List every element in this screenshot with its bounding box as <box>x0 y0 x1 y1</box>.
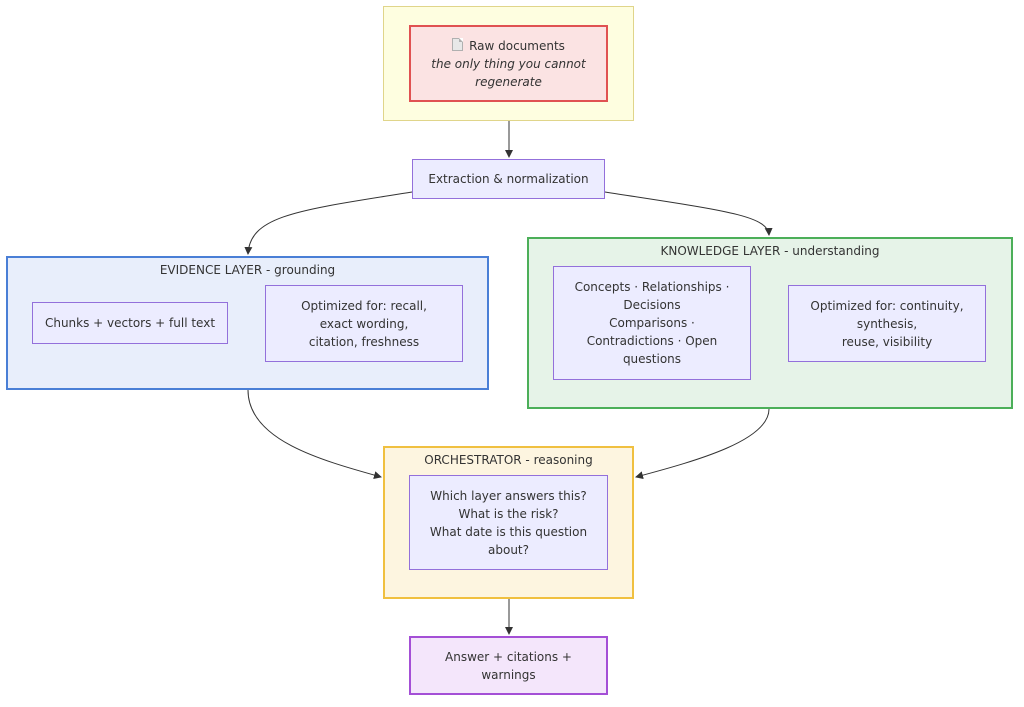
evidence-chunks-label: Chunks + vectors + full text <box>44 316 216 330</box>
knowledge-optimized-line-2: synthesis, <box>856 316 918 331</box>
orchestrator-question-1: Which layer answers this? <box>430 488 587 503</box>
answer-line-1: Answer + citations + <box>445 649 572 664</box>
raw-documents-title: Raw documents <box>452 37 565 55</box>
raw-documents-node: Raw documents the only thing you cannot … <box>409 25 608 102</box>
knowledge-optimized-line-1: Optimized for: continuity, <box>810 298 964 313</box>
orchestrator-question-2: What is the risk? <box>458 506 559 521</box>
knowledge-concepts-line-2: Decisions <box>623 298 681 312</box>
edge-extraction-to-knowledge <box>604 191 773 236</box>
knowledge-layer-title: KNOWLEDGE LAYER - understanding <box>660 244 880 258</box>
knowledge-concepts-line-4: Contradictions · Open <box>586 334 718 348</box>
answer-line-2: warnings <box>481 667 536 682</box>
evidence-optimized-line-3: citation, freshness <box>308 334 420 349</box>
evidence-optimized-line-1: Optimized for: recall, <box>301 298 427 313</box>
answer-node: Answer + citations + warnings <box>409 636 608 695</box>
orchestrator-question-4: about? <box>488 542 529 557</box>
evidence-optimized-line-2: exact wording, <box>319 316 409 331</box>
evidence-optimized-node: Optimized for: recall, exact wording, ci… <box>265 285 463 362</box>
evidence-chunks-node: Chunks + vectors + full text <box>32 302 228 344</box>
knowledge-optimized-node: Optimized for: continuity, synthesis, re… <box>788 285 986 362</box>
edge-evidence-to-orchestrator <box>247 389 382 479</box>
edge-knowledge-to-orchestrator <box>635 408 770 480</box>
raw-documents-subtitle-1: the only thing you cannot <box>431 56 586 71</box>
orchestrator-questions-node: Which layer answers this? What is the ri… <box>409 475 608 570</box>
document-icon <box>452 37 464 51</box>
knowledge-concepts-node: Concepts · Relationships · Decisions Com… <box>553 266 751 380</box>
orchestrator-title: ORCHESTRATOR - reasoning <box>424 453 593 467</box>
edge-extraction-to-evidence <box>244 191 413 255</box>
extraction-node: Extraction & normalization <box>412 159 605 199</box>
raw-documents-subtitle-2: regenerate <box>475 74 542 89</box>
orchestrator-question-3: What date is this question <box>429 524 588 539</box>
knowledge-concepts-line-5: questions <box>622 352 682 366</box>
knowledge-concepts-line-3: Comparisons · <box>609 316 695 330</box>
knowledge-optimized-line-3: reuse, visibility <box>841 334 933 349</box>
extraction-label: Extraction & normalization <box>428 172 589 186</box>
knowledge-concepts-line-1: Concepts · Relationships · <box>574 280 730 294</box>
evidence-layer-title: EVIDENCE LAYER - grounding <box>159 263 336 277</box>
